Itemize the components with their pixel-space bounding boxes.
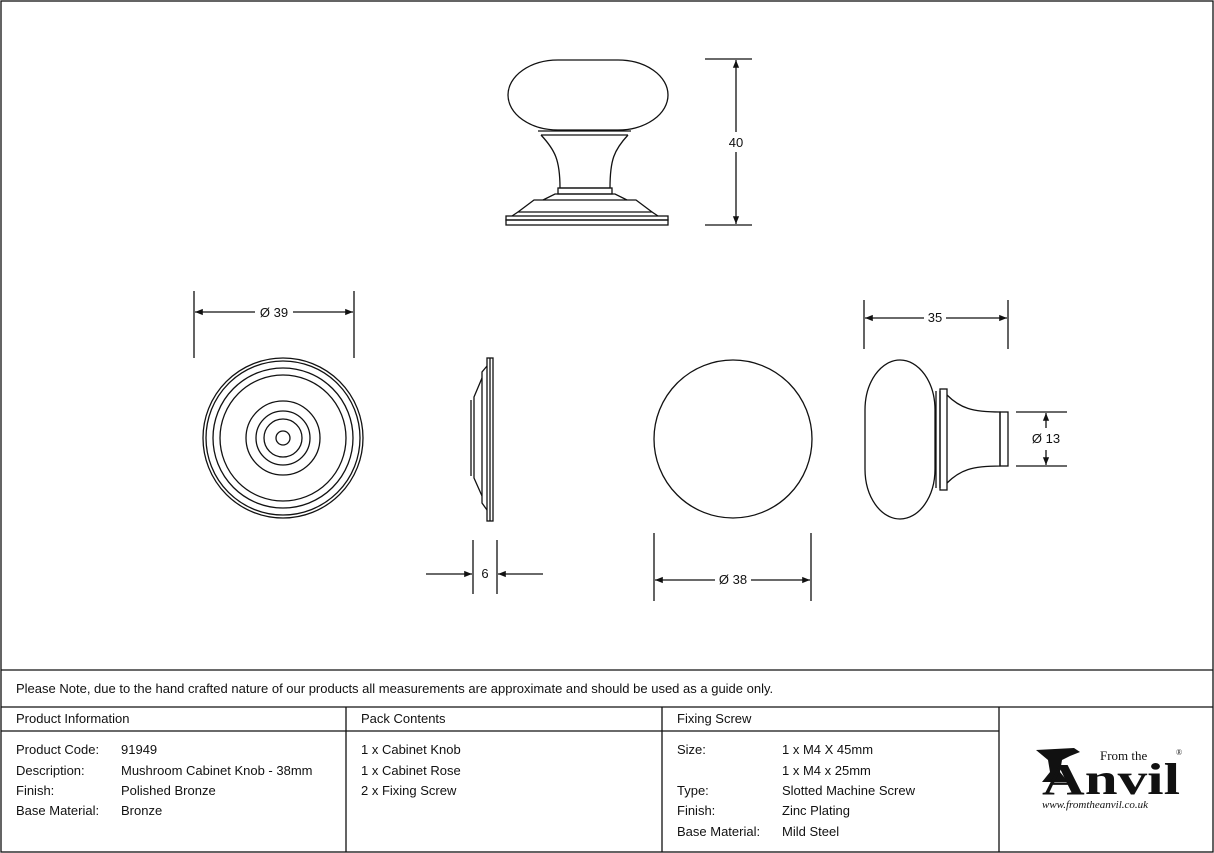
product-info-heading: Product Information — [16, 711, 130, 726]
description-label: Description: — [16, 763, 85, 778]
screw-size-value: 1 x M4 X 45mm — [782, 742, 874, 757]
logo-url-text: www.fromtheanvil.co.uk — [1042, 799, 1149, 811]
rose-diameter-label: Ø 39 — [260, 305, 288, 320]
screw-size-value-2: 1 x M4 x 25mm — [782, 763, 871, 778]
base-material-label: Base Material: — [16, 803, 100, 818]
product-code-label: Product Code: — [16, 742, 100, 757]
knob-side-rotated — [864, 359, 1009, 520]
knob-side-elevation — [505, 59, 669, 226]
finish-label: Finish: — [16, 783, 55, 798]
screw-type-label: Type: — [677, 783, 709, 798]
screw-finish-value: Zinc Plating — [782, 803, 850, 818]
screw-material-value: Mild Steel — [782, 824, 840, 839]
pack-contents-heading: Pack Contents — [361, 711, 446, 726]
fixing-screw-heading: Fixing Screw — [677, 711, 752, 726]
pack-item: 1 x Cabinet Knob — [361, 742, 461, 757]
knob-top-view — [653, 359, 813, 519]
rose-side-profile — [470, 357, 494, 522]
rose-front-view — [202, 357, 364, 519]
logo-anvil-text: Anvil — [1042, 755, 1180, 804]
from-the-anvil-logo: From the ® Anvil www.fromtheanvil.co.uk — [1036, 748, 1182, 811]
screw-finish-label: Finish: — [677, 803, 716, 818]
base-material-value: Bronze — [121, 803, 163, 818]
knob-diameter-label: Ø 38 — [719, 572, 747, 587]
anvil-icon — [1036, 748, 1080, 782]
pack-item: 1 x Cabinet Rose — [361, 763, 461, 778]
measurement-note: Please Note, due to the hand crafted nat… — [16, 681, 774, 696]
screw-type-value: Slotted Machine Screw — [782, 783, 915, 798]
projection-label: 35 — [928, 310, 942, 325]
screw-material-label: Base Material: — [677, 824, 761, 839]
stem-diameter-label: Ø 13 — [1032, 431, 1060, 446]
pack-item: 2 x Fixing Screw — [361, 783, 457, 798]
finish-value: Polished Bronze — [121, 783, 216, 798]
screw-size-label: Size: — [677, 742, 706, 757]
product-code-value: 91949 — [121, 742, 158, 757]
rose-thickness-label: 6 — [481, 566, 488, 581]
svg-text:®: ® — [1176, 748, 1182, 757]
description-value: Mushroom Cabinet Knob - 38mm — [121, 763, 313, 778]
height-dimension-label: 40 — [729, 135, 743, 150]
logo-small-text: From the — [1100, 748, 1148, 763]
